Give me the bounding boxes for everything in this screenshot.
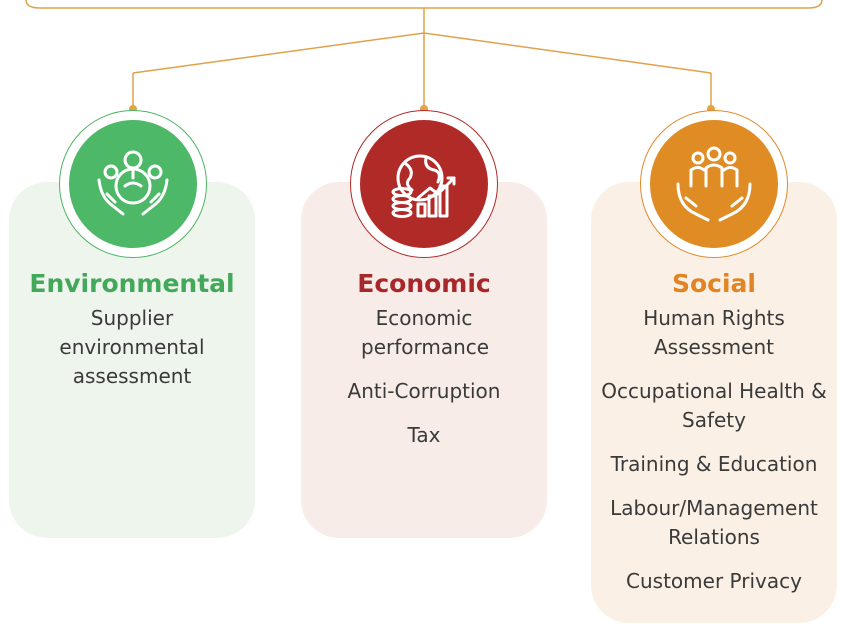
branch-left-line [132, 32, 425, 74]
top-bracket-line [25, 0, 823, 9]
environmental-title: Environmental [29, 269, 235, 298]
list-item: Human Rights Assessment [643, 306, 785, 359]
environmental-topic-list: Supplier environmental assessment [9, 304, 255, 406]
social-topic-list: Human Rights Assessment Occupational Hea… [591, 304, 837, 611]
people-hands-icon [676, 146, 752, 222]
economic-topic-list: Economic performance Anti-Corruption Tax [301, 304, 547, 465]
environmental-badge [59, 110, 207, 258]
list-item: Anti-Corruption [347, 379, 501, 403]
list-item: Occupational Health & Safety [601, 379, 827, 432]
economic-badge [350, 110, 498, 258]
list-item: Training & Education [610, 452, 818, 476]
list-item: Supplier environmental assessment [59, 306, 205, 388]
list-item: Labour/Management Relations [610, 496, 818, 549]
branch-right-line [423, 32, 712, 74]
social-title: Social [671, 269, 756, 298]
nature-hands-icon [97, 150, 169, 216]
globe-coins-growth-icon [391, 154, 456, 218]
social-badge [640, 110, 788, 258]
list-item: Economic performance [361, 306, 490, 359]
list-item: Customer Privacy [626, 569, 802, 593]
economic-title: Economic [357, 269, 491, 298]
list-item: Tax [407, 423, 441, 447]
